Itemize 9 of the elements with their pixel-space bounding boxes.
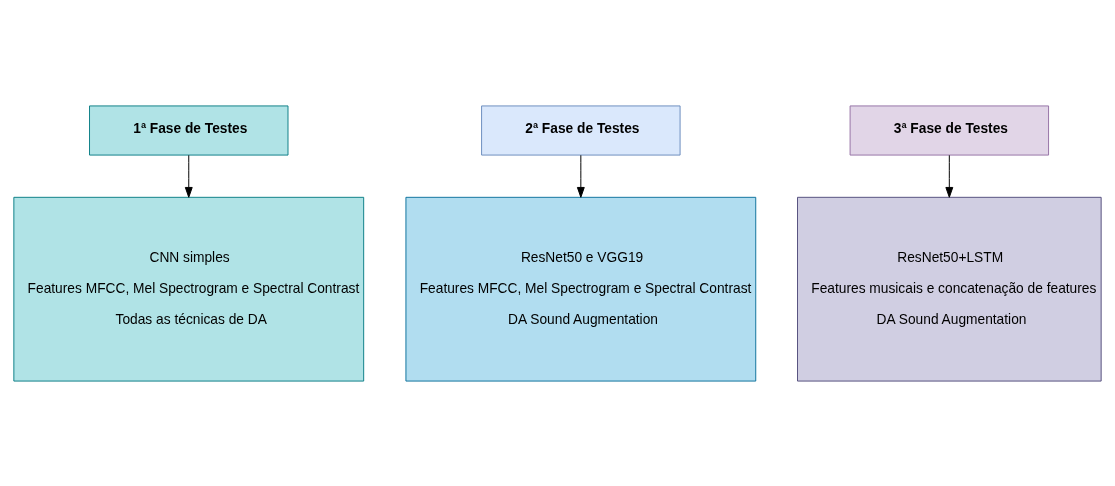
node-box: CNN simples Features MFCC, Mel Spectrogram e Spectral Contrast Todas as técnicas de DA <box>13 196 365 382</box>
node-box: 1ª Fase de Testes <box>89 104 289 156</box>
node-box: 3ª Fase de Testes <box>849 104 1050 156</box>
arrow <box>576 154 585 198</box>
arrow <box>184 154 193 198</box>
node-box: 2ª Fase de Testes <box>481 104 681 156</box>
node-box: ResNet50+LSTM Features musicais e concatenação de features DA Sound Augmentation <box>797 196 1102 382</box>
arrow <box>945 154 954 198</box>
node-box: ResNet50 e VGG19 Features MFCC, Mel Spectrogram e Spectral Contrast DA Sound Augmentation <box>405 196 757 382</box>
